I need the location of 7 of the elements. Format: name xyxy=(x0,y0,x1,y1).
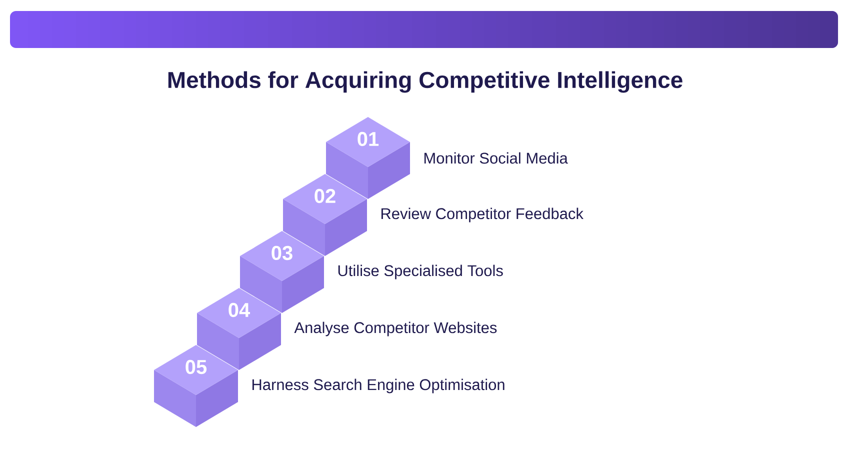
step-label: Monitor Social Media xyxy=(424,152,568,164)
step-label: Harness Search Engine Optimisation xyxy=(252,378,504,394)
step-label: Analyse Competitor Websites xyxy=(294,322,497,336)
step-cube: 05 xyxy=(154,345,238,427)
title: Methods for Acquiring Competitive Intelligence xyxy=(168,71,682,93)
step-label: Utilise Specialised Tools xyxy=(338,264,503,280)
step-label: Review Competitor Feedback xyxy=(381,208,584,222)
